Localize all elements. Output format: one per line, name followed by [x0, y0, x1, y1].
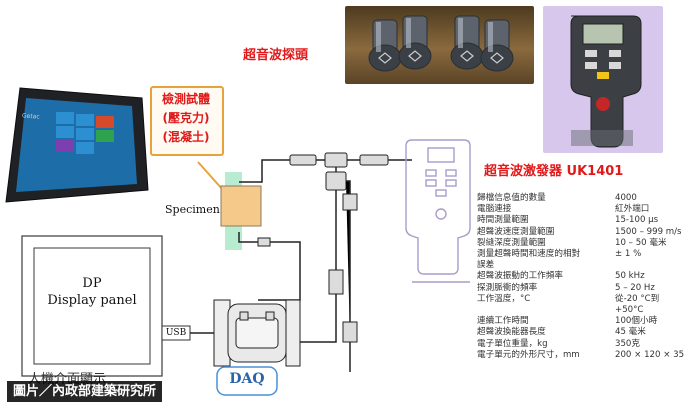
- spec-row: 連續工作時間 100個小時: [477, 316, 695, 327]
- spec-row: 誤差: [477, 260, 695, 271]
- top-connector-2: [324, 152, 348, 168]
- spec-value: 4000: [615, 193, 637, 203]
- vertical-cable-2: [346, 180, 351, 340]
- spec-row: +50°C: [477, 305, 695, 316]
- top-connector-1: [289, 154, 317, 166]
- daq-device: [213, 299, 301, 367]
- spec-row: 超聲波振動的工作頻率 50 kHz: [477, 271, 695, 282]
- transducer-probes-image: [368, 15, 514, 72]
- spec-key: 誤差: [477, 260, 495, 271]
- usb-label: USB: [165, 328, 187, 338]
- spec-value: 1500 – 999 m/s: [615, 226, 682, 237]
- display-subtitle: Display panel: [47, 293, 137, 308]
- tablet-device: Getac: [2, 86, 150, 208]
- spec-row: 測量超聲時間和速度的相對 ± 1 %: [477, 249, 695, 260]
- spec-row: 超聲波速度測量範圍 1500 – 999 m/s: [477, 227, 695, 238]
- spec-value: 200 × 120 × 35: [615, 349, 685, 360]
- spec-row: 歸檔信息值的數量 4000: [477, 193, 695, 204]
- spec-row: 電腦連接 紅外端口: [477, 204, 695, 215]
- spec-key: 連續工作時間: [477, 316, 529, 327]
- daq-label: DAQ: [229, 371, 265, 387]
- transducer-label: 超音波探頭: [243, 48, 309, 63]
- specimen-label: Specimen: [165, 203, 220, 216]
- spec-value: [615, 260, 695, 271]
- exciter-photo: [543, 6, 663, 153]
- spec-value: 350克: [615, 338, 640, 349]
- specimen-pointer-line: [197, 161, 224, 191]
- spec-value: 15-100 µs: [615, 215, 659, 226]
- display-title: DP: [82, 276, 102, 291]
- spec-key: 超聲波振動的工作頻率: [477, 271, 563, 282]
- specimen-block: [220, 185, 262, 227]
- spec-value: ± 1 %: [615, 249, 642, 260]
- spec-key: 測量超聲時間和速度的相對: [477, 249, 581, 260]
- spec-row: 超聲波換能器長度 45 毫米: [477, 327, 695, 338]
- spec-row: 電子單元的外形尺寸，mm 200 × 120 × 35: [477, 350, 695, 361]
- top-cable: [239, 159, 290, 183]
- image-credit: 圖片／內政部建築研究所: [7, 381, 163, 402]
- bottom-cable: [258, 241, 301, 301]
- spec-value: 10 – 50 毫米: [615, 237, 667, 248]
- exciter-outline: [405, 139, 471, 283]
- top-connector-3: [359, 154, 389, 166]
- t-connector: [325, 171, 347, 191]
- spec-key: 時間測量範圍: [477, 215, 529, 226]
- spec-value: 5 – 20 Hz: [615, 282, 655, 293]
- spec-key: 電子單元的外形尺寸，mm: [477, 349, 580, 360]
- specimen-tag-text: 檢測試體 (壓克力) (混凝土): [161, 92, 210, 144]
- spec-row: 裂縫深度測量範圍 10 – 50 毫米: [477, 238, 695, 249]
- spec-value: 從-20 °C到: [615, 293, 660, 304]
- spec-key: 工作溫度，°C: [477, 293, 531, 304]
- spec-value: 紅外端口: [615, 204, 650, 215]
- spec-key: 歸檔信息值的數量: [477, 193, 546, 203]
- spec-value: 100個小時: [615, 316, 658, 327]
- daq-label-box: [216, 366, 278, 396]
- exciter-title: 超音波激發器 UK1401: [484, 164, 624, 179]
- exciter-device-image: [570, 15, 642, 148]
- spec-value: +50°C: [615, 305, 644, 316]
- spec-value: 45 毫米: [615, 327, 646, 338]
- spec-key: 探測脈衝的頻率: [477, 282, 538, 293]
- transducer-photo: [345, 6, 534, 84]
- display-inner: [33, 247, 151, 365]
- specimen-tag-box: [150, 86, 224, 156]
- spec-row: 探測脈衝的頻率 5 – 20 Hz: [477, 283, 695, 294]
- spec-key: 超聲波速度測量範圍: [477, 226, 555, 237]
- spec-row: 時間測量範圍 15-100 µs: [477, 215, 695, 226]
- spec-key: 超聲波換能器長度: [477, 327, 546, 338]
- spec-key: [477, 305, 615, 316]
- spec-row: 電子單位重量，kg 350克: [477, 339, 695, 350]
- spec-key: 裂縫深度測量範圍: [477, 237, 546, 248]
- spec-key: 電腦連接: [477, 204, 512, 215]
- spec-row: 工作溫度，°C 從-20 °C到: [477, 294, 695, 305]
- spec-key: 電子單位重量，kg: [477, 338, 548, 349]
- spec-value: 50 kHz: [615, 271, 645, 282]
